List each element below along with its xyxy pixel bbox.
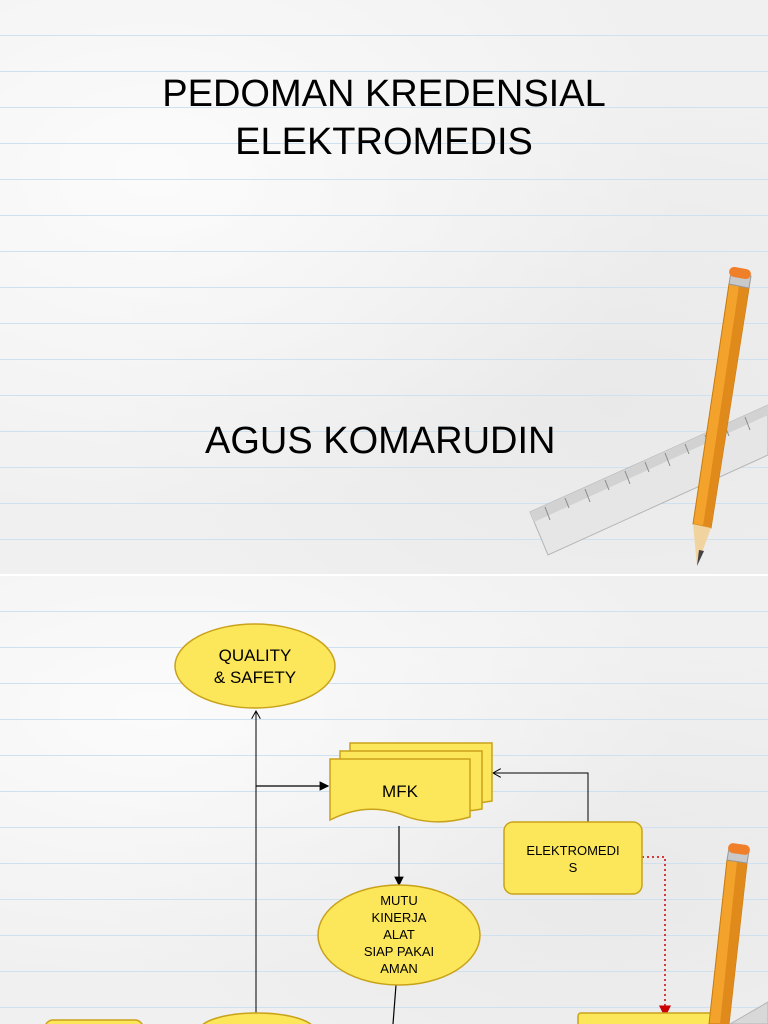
flowchart-slide: QUALITY & SAFETY MFK ELEKTROMEDI S MUTU … — [0, 576, 768, 1024]
pencil-image — [692, 266, 752, 566]
node-quality-safety-shape — [174, 623, 336, 709]
connector-elektromedis-to-mfk — [493, 773, 589, 822]
node-partial-left — [45, 1019, 143, 1024]
author-name: AGUS KOMARUDIN — [205, 420, 556, 462]
elektromedis-line-2: S — [568, 860, 578, 875]
node-mfk-shape — [329, 742, 493, 823]
mutu-line: AMAN — [380, 961, 418, 976]
title-line-2: ELEKTROMEDIS — [235, 121, 533, 163]
title-line-1: PEDOMAN KREDENSIAL — [162, 73, 606, 115]
node-elektromedis-label: ELEKTROMEDI S — [504, 842, 642, 876]
flowchart-canvas — [45, 623, 768, 1024]
node-partial-center — [202, 1012, 312, 1024]
slide-title: PEDOMAN KREDENSIAL ELEKTROMEDIS — [0, 70, 768, 166]
node-partial-right — [577, 1012, 729, 1024]
quality-line-2: & SAFETY — [213, 668, 297, 687]
mutu-line: KINERJA — [371, 910, 427, 925]
node-mutu-label: MUTU KINERJA ALAT SIAP PAKAI AMAN — [318, 892, 480, 977]
mutu-line: SIAP PAKAI — [363, 944, 435, 959]
node-mutu-shape — [317, 884, 481, 986]
title-slide: PEDOMAN KREDENSIAL ELEKTROMEDIS AGUS KOM… — [0, 0, 768, 574]
node-mfk-label: MFK — [382, 782, 418, 801]
node-quality-safety-label: QUALITY & SAFETY — [175, 645, 335, 689]
pencil-image-small — [708, 843, 768, 1024]
elektromedis-line-1: ELEKTROMEDI — [526, 843, 620, 858]
node-elektromedis-shape — [503, 821, 643, 895]
dotted-connector — [642, 856, 671, 1018]
mutu-line: MUTU — [380, 893, 418, 908]
pencil-ruler-decoration — [529, 266, 768, 566]
slide-divider — [0, 574, 768, 576]
mutu-line: ALAT — [383, 927, 415, 942]
connector-mutu-down — [392, 984, 397, 1024]
ruler-image — [529, 404, 768, 556]
quality-line-1: QUALITY — [218, 646, 292, 665]
